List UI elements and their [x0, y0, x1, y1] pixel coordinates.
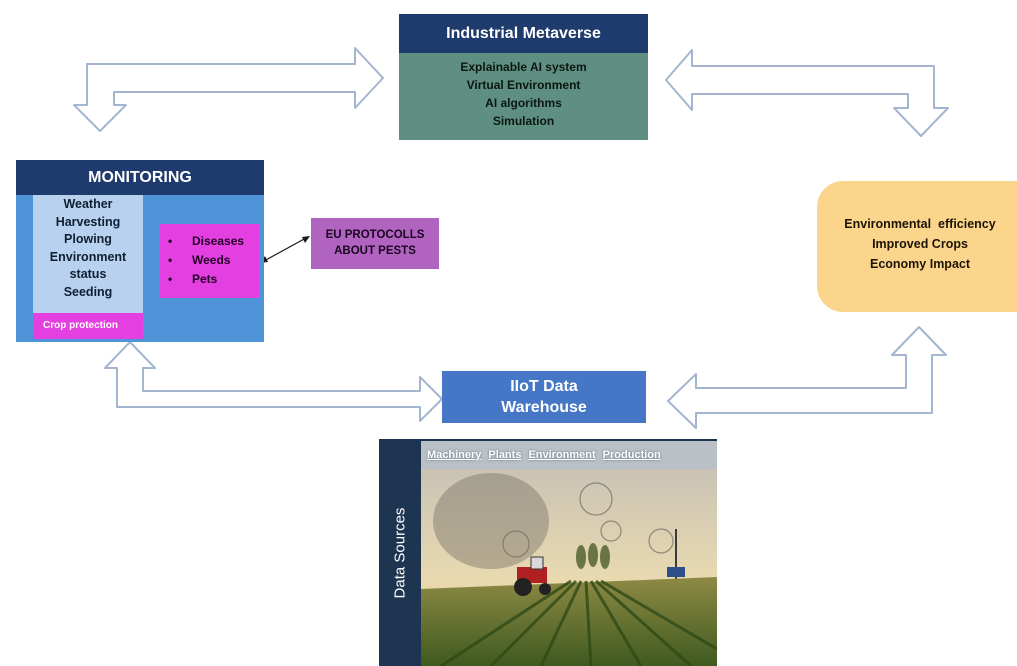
eu-protocols-box: EU PROTOCOLLS ABOUT PESTS — [311, 218, 439, 269]
monitoring-item: Harvesting — [55, 214, 121, 229]
metaverse-body: Explainable AI system Virtual Environmen… — [399, 53, 648, 140]
tractor-icon — [514, 556, 551, 596]
metaverse-item: AI algorithms — [485, 96, 562, 110]
category-plants: Plants — [488, 449, 522, 461]
category-machinery: Machinery — [427, 449, 482, 461]
monitoring-list: Weather Harvesting Plowing Environment s… — [33, 195, 143, 313]
arrow-iiot-to-outcomes — [667, 326, 947, 429]
pest-item: Diseases — [192, 234, 245, 248]
bullet-icon: • — [168, 234, 173, 248]
crop-protection-box: Crop protection — [33, 313, 143, 339]
outcome-item: Improved Crops — [872, 237, 968, 251]
monitoring-item: Seeding — [63, 284, 113, 299]
bullet-icon: • — [168, 272, 173, 286]
pest-item: Weeds — [192, 253, 231, 267]
outcomes-box: Environmental efficiency Improved Crops … — [817, 181, 1017, 312]
iiot-line: IIoT Data — [510, 378, 578, 395]
monitoring-title: MONITORING — [16, 160, 264, 195]
outcome-item: Environmental efficiency — [844, 217, 996, 231]
bullet-icon: • — [168, 253, 173, 267]
data-sources-label-bar: Data Sources — [379, 439, 421, 666]
arrow-monitoring-to-metaverse — [73, 47, 384, 132]
metaverse-title: Industrial Metaverse — [399, 14, 648, 53]
metaverse-item: Simulation — [492, 114, 555, 128]
eu-protocols-line: ABOUT PESTS — [334, 245, 416, 257]
monitoring-item: Plowing — [64, 232, 112, 246]
data-sources-categories: Machinery Plants Environment Production — [421, 441, 717, 469]
category-production: Production — [602, 449, 661, 461]
monitoring-item: Weather — [63, 197, 113, 211]
iiot-warehouse-box: IIoT Data Warehouse — [442, 371, 646, 423]
pests-box: • Diseases • Weeds • Pets — [160, 224, 259, 298]
eu-protocols-line: EU PROTOCOLLS — [325, 229, 425, 241]
connector-pests-eu — [263, 237, 307, 262]
monitoring-item: status — [69, 267, 107, 281]
category-environment: Environment — [528, 449, 596, 461]
metaverse-item: Explainable AI system — [460, 60, 587, 74]
farm-field-image — [421, 469, 717, 666]
data-sources-label: Data Sources — [391, 507, 409, 598]
outcome-item: Economy Impact — [869, 257, 971, 271]
monitoring-item: Environment — [49, 249, 127, 264]
pest-item: Pets — [192, 272, 218, 286]
metaverse-item: Virtual Environment — [466, 78, 581, 92]
arrow-iiot-to-monitoring — [104, 341, 443, 422]
arrow-metaverse-to-outcomes — [665, 49, 949, 137]
iiot-line: Warehouse — [501, 399, 587, 416]
